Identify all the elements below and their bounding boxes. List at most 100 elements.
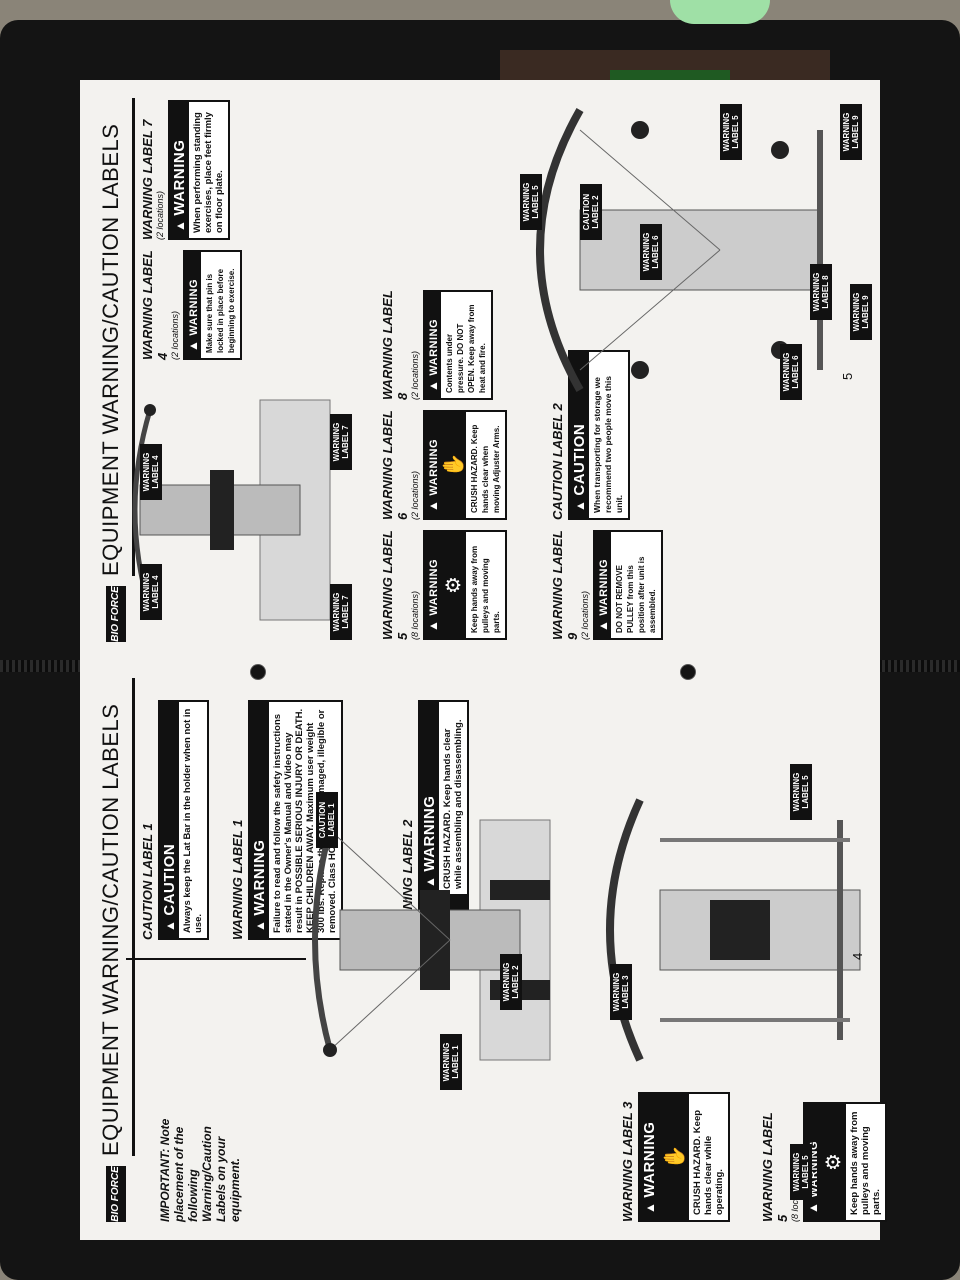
warning-label-7-title: WARNING LABEL 7	[140, 119, 155, 240]
warning-label-3-block: WARNING LABEL 3 ▲ WARNING ✋ CRUSH HAZARD.…	[620, 1092, 730, 1222]
callout-warning-label-5: WARNING LABEL 5	[720, 104, 742, 160]
warning-sign: ▲ WARNING Make sure that pin is locked in…	[183, 250, 242, 360]
caution-sign: ▲ CAUTION Always keep the Lat Bar in the …	[158, 700, 209, 940]
warning-sign-word: WARNING	[641, 1121, 658, 1198]
warning-sign-text: When performing standing exercises, plac…	[192, 112, 225, 233]
warning-label-3-title: WARNING LABEL 3	[620, 1101, 635, 1222]
manual-spread: BIO FORCE EQUIPMENT WARNING/CAUTION LABE…	[80, 80, 887, 1240]
warning-sign: ▲ WARNING ✋ CRUSH HAZARD. Keep hands clea…	[423, 410, 507, 520]
callout-warning-label-5: WARNING LABEL 5	[520, 174, 542, 230]
warning-triangle-icon: ▲	[426, 499, 440, 512]
pulley-hazard-pictogram-icon: ⚙	[821, 1104, 846, 1220]
warning-sign: ▲ WARNING DO NOT REMOVE PULLEY from this …	[593, 530, 663, 640]
warning-triangle-icon: ▲	[163, 919, 177, 932]
warning-label-6-note: (2 locations)	[410, 470, 420, 520]
callout-warning-label-3: WARNING LABEL 3	[610, 964, 632, 1020]
callout-warning-label-6: WARNING LABEL 6	[640, 224, 662, 280]
warning-label-5-block: WARNING LABEL 5 (8 locations) ▲WARNING ⚙…	[380, 530, 507, 640]
warning-label-5-title: WARNING LABEL 5	[380, 530, 410, 640]
warning-sign-header: ▲ WARNING	[425, 412, 441, 518]
warning-triangle-icon: ▲	[173, 219, 187, 232]
caution-sign-header: ▲ CAUTION	[160, 702, 179, 938]
binder-ring-hole	[250, 664, 266, 680]
warning-label-4-title: WARNING LABEL 4	[140, 250, 170, 360]
callout-warning-label-9: WARNING LABEL 9	[840, 104, 862, 160]
warning-sign-word: WARNING	[171, 139, 188, 216]
warning-sign: ▲ WARNING ✋ CRUSH HAZARD. Keep hands clea…	[638, 1092, 730, 1222]
machine-illustration-rear	[606, 798, 861, 1062]
warning-sign: ▲WARNING ⚙ Keep hands away from pulleys …	[423, 530, 507, 640]
callout-warning-label-4: WARNING LABEL 4	[140, 444, 162, 500]
warning-sign-word: WARNING	[428, 438, 440, 496]
warning-triangle-icon: ▲	[596, 619, 610, 632]
warning-label-5-block: WARNING LABEL 5 (8 locations) ▲WARNING ⚙…	[760, 1102, 887, 1222]
warning-sign-header: ▲ WARNING	[640, 1094, 659, 1220]
callout-warning-label-6: WARNING LABEL 6	[780, 344, 802, 400]
warning-label-5-title: WARNING LABEL 5	[760, 1112, 790, 1222]
warning-sign-word: WARNING	[188, 278, 200, 336]
warning-label-9-title: WARNING LABEL 9	[550, 530, 580, 640]
warning-label-7-note: (2 locations)	[155, 190, 165, 240]
machine-illustration-top	[132, 399, 331, 621]
warning-sign-header: ▲ WARNING	[170, 102, 189, 238]
warning-sign-text: CRUSH HAZARD. Keep hands clear when movi…	[470, 424, 501, 513]
warning-sign-text: Contents under pressure. DO NOT OPEN. Ke…	[445, 304, 487, 393]
callout-warning-label-1: WARNING LABEL 1	[440, 1034, 462, 1090]
warning-sign-text: Keep hands away from pulleys and moving …	[470, 545, 501, 633]
warning-triangle-icon: ▲	[643, 1201, 657, 1214]
warning-sign-header: ▲WARNING	[250, 702, 269, 938]
warning-triangle-icon: ▲	[426, 619, 440, 632]
warning-sign-word: WARNING	[428, 318, 440, 376]
callout-caution-label-1: CAUTION LABEL 1	[316, 792, 338, 848]
warning-label-4-note: (2 locations)	[170, 310, 180, 360]
warning-label-9-note: (2 locations)	[580, 590, 590, 640]
warning-sign-text: Make sure that pin is locked in place be…	[205, 268, 236, 353]
caution-sign-text: Always keep the Lat Bar in the holder wh…	[182, 708, 204, 933]
callout-warning-label-7: WARNING LABEL 7	[330, 584, 352, 640]
important-note: IMPORTANT: Note placement of the followi…	[158, 1118, 242, 1222]
callout-warning-label-2: WARNING LABEL 2	[500, 954, 522, 1010]
warning-sign-header: ▲ WARNING	[425, 292, 441, 398]
page-title: EQUIPMENT WARNING/CAUTION LABELS	[98, 703, 123, 1156]
warning-sign-text: CRUSH HAZARD. Keep hands clear while ope…	[692, 1109, 725, 1215]
header-rule	[132, 678, 135, 1156]
callout-warning-label-7: WARNING LABEL 7	[330, 414, 352, 470]
warning-label-6-title: WARNING LABEL 6	[380, 410, 410, 520]
callout-caution-label-2: CAUTION LABEL 2	[580, 184, 602, 240]
warning-label-8-note: (2 locations)	[410, 350, 420, 400]
warning-triangle-icon: ▲	[426, 379, 440, 392]
mint-object	[670, 0, 770, 24]
warning-sign: ▲ WARNING When performing standing exerci…	[168, 100, 230, 240]
warning-sign-word: WARNING	[598, 558, 610, 616]
page-header: BIO FORCE EQUIPMENT WARNING/CAUTION LABE…	[90, 678, 146, 1222]
caution-label-1-block: CAUTION LABEL 1 ▲ CAUTION Always keep the…	[140, 700, 209, 940]
column-rule	[126, 958, 306, 960]
warning-sign-text: DO NOT REMOVE PULLEY from this position …	[615, 556, 657, 633]
warning-sign-header: ▲WARNING	[425, 532, 441, 638]
warning-sign-word: WARNING	[251, 839, 268, 916]
warning-label-9-block: WARNING LABEL 9 (2 locations) ▲ WARNING D…	[550, 530, 663, 640]
warning-sign-header: ▲ WARNING	[185, 252, 201, 358]
caution-sign-word: CAUTION	[161, 843, 178, 916]
warning-label-8-title: WARNING LABEL 8	[380, 290, 410, 400]
warning-label-5-note: (8 locations)	[410, 590, 420, 640]
warning-triangle-icon: ▲	[186, 339, 200, 352]
callout-warning-label-8: WARNING LABEL 8	[810, 264, 832, 320]
callout-warning-label-4: WARNING LABEL 4	[140, 564, 162, 620]
caution-sign-word: CAUTION	[571, 423, 588, 496]
warning-label-7-block: WARNING LABEL 7 (2 locations) ▲ WARNING W…	[140, 100, 230, 240]
warning-label-4-block: WARNING LABEL 4 (2 locations) ▲ WARNING M…	[140, 250, 242, 360]
warning-label-8-block: WARNING LABEL 8 (2 locations) ▲ WARNING C…	[380, 290, 493, 400]
warning-triangle-icon: ▲	[806, 1201, 820, 1214]
page-4: BIO FORCE EQUIPMENT WARNING/CAUTION LABE…	[80, 658, 887, 1240]
callout-warning-label-5: WARNING LABEL 5	[790, 764, 812, 820]
page-number: 4	[850, 952, 865, 960]
crush-hazard-pictogram-icon: ✋	[441, 412, 466, 518]
warning-sign: ▲WARNING ⚙ Keep hands away from pulleys …	[803, 1102, 887, 1222]
pulley-hazard-pictogram-icon: ⚙	[441, 532, 466, 638]
callout-warning-label-5: WARNING LABEL 5	[790, 1144, 812, 1200]
warning-triangle-icon: ▲	[573, 499, 587, 512]
caution-label-1-title: CAUTION LABEL 1	[140, 823, 155, 940]
crush-hazard-pictogram-icon: ✋	[659, 1094, 689, 1220]
binder-ring-hole	[680, 664, 696, 680]
